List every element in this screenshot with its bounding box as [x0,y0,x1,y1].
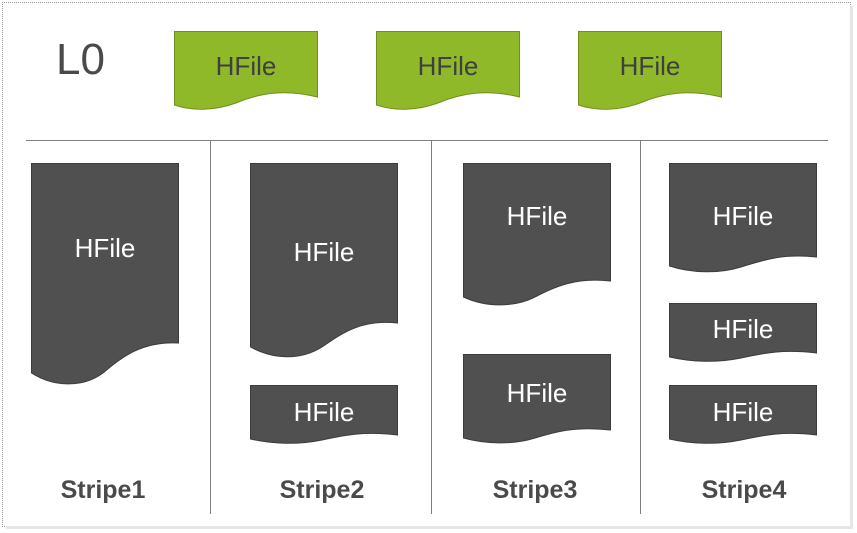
hfile-label: HFile [417,51,479,81]
hfile-label: HFile [712,201,774,231]
document-shape-icon [578,31,722,110]
document-shape-icon [669,163,817,273]
stripe2-hfile: HFile [250,385,398,445]
document-shape-icon [463,163,611,306]
hfile-label: HFile [712,397,774,427]
stripe4-hfile: HFile [669,163,817,275]
document-shape-icon [250,163,398,358]
hfile-label: HFile [506,201,568,231]
document-shape-icon [669,303,817,362]
document-shape-icon [31,163,179,385]
stripe1-hfile: HFile [31,163,179,388]
stripe4-hfile: HFile [669,385,817,445]
stripe4-hfile: HFile [669,303,817,363]
stripe-divider [431,141,432,514]
frame-shadow-right [850,6,853,528]
hfile-label: HFile [293,397,355,427]
stripe3-label: Stripe3 [492,476,578,504]
stripe-divider [210,141,211,514]
l0-hfile: HFile [578,31,722,111]
stripe1-label: Stripe1 [60,476,146,504]
frame-shadow-bottom [6,526,853,529]
document-shape-icon [174,31,318,110]
document-shape-icon [376,31,520,110]
document-shape-icon [463,354,611,444]
document-shape-icon [669,385,817,444]
level-divider [26,140,828,141]
hfile-label: HFile [506,378,568,408]
hfile-label: HFile [74,233,136,263]
stripe3-hfile: HFile [463,354,611,446]
hfile-label: HFile [619,51,681,81]
stripe4-label: Stripe4 [701,476,787,504]
stripe2-label: Stripe2 [279,476,365,504]
stripe2-hfile: HFile [250,163,398,361]
hfile-label: HFile [215,51,277,81]
stripe-divider [640,141,641,514]
level-label: L0 [56,35,105,84]
hfile-label: HFile [712,314,774,344]
hfile-label: HFile [293,237,355,267]
document-shape-icon [250,385,398,444]
l0-hfile: HFile [376,31,520,111]
stripe3-hfile: HFile [463,163,611,309]
l0-hfile: HFile [174,31,318,111]
